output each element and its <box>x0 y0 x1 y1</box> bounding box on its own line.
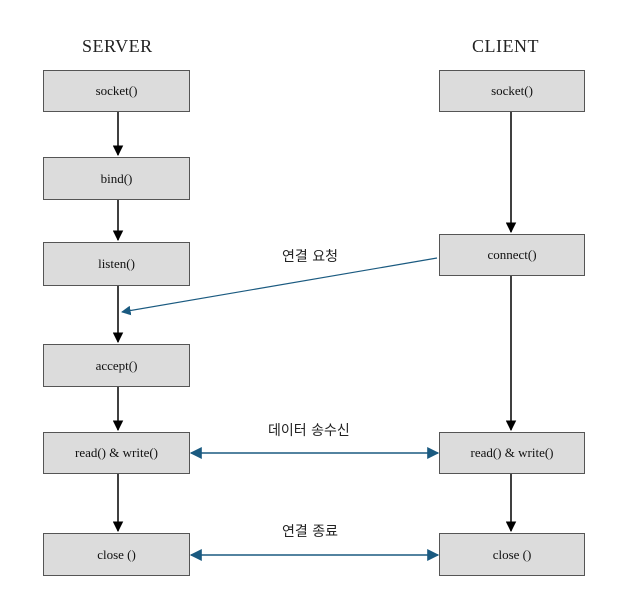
client-close-box: close () <box>439 533 585 576</box>
close-label: 연결 종료 <box>282 524 338 540</box>
server-close-box: close () <box>43 533 190 576</box>
connect-request-arrow <box>121 257 438 316</box>
client-connect-box: connect() <box>439 234 585 276</box>
server-readwrite-box: read() & write() <box>43 432 190 474</box>
connect-request-label: 연결 요청 <box>282 249 338 265</box>
server-column-title: SERVER <box>82 36 153 56</box>
client-readwrite-box: read() & write() <box>439 432 585 474</box>
server-bind-box: bind() <box>43 157 190 200</box>
server-accept-box: accept() <box>43 344 190 387</box>
server-listen-box: listen() <box>43 242 190 286</box>
client-column-title: CLIENT <box>472 36 539 56</box>
data-exchange-label: 데이터 송수신 <box>268 423 350 439</box>
client-socket-box: socket() <box>439 70 585 112</box>
server-socket-box: socket() <box>43 70 190 112</box>
